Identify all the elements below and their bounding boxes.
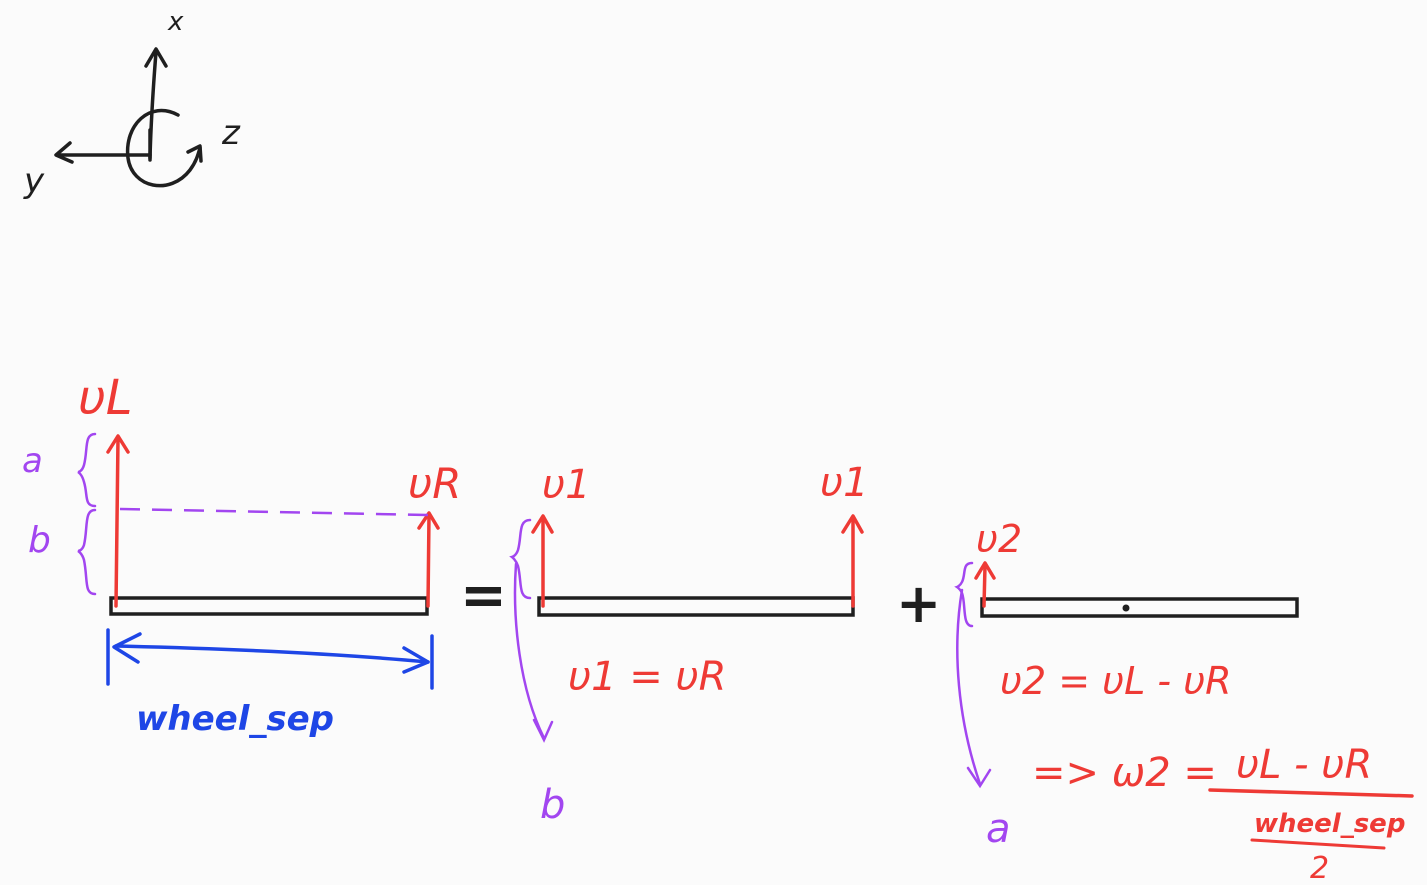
axis-label-z: z: [221, 113, 241, 153]
vl-arrow: [114, 436, 120, 608]
wheel-sep-right-arrowhead: [402, 646, 430, 674]
label-a-bottom: a: [986, 806, 1011, 852]
label-vr: υR: [408, 459, 461, 508]
v1-right-arrowhead: [841, 514, 864, 534]
vr-arrowhead: [417, 511, 440, 530]
equation-omega-denominator-top: wheel_sep: [1254, 809, 1405, 839]
equation-omega-numerator: υL - υR: [1236, 742, 1372, 788]
equation-omega-prefix: => ω2 =: [1032, 750, 1217, 796]
brace-b-middle-curve: [509, 518, 532, 600]
brace-a: [77, 432, 97, 508]
fraction-bar-sub: [1250, 838, 1386, 850]
wheel-sep-left-arrowhead: [112, 632, 142, 664]
robot-bar-right: [980, 597, 1299, 618]
a-pointer-arrowhead: [966, 766, 992, 789]
wheel-sep-dimension: [106, 628, 434, 690]
velocity-arrow-right: [974, 561, 996, 608]
robot-body-left: [109, 596, 429, 616]
a-pointer-arrow: [956, 588, 982, 786]
robot-body-middle: [537, 596, 855, 617]
label-b: b: [28, 520, 51, 561]
v1-left-arrowhead: [531, 514, 554, 534]
dashed-reference-line: [119, 507, 429, 517]
label-a: a: [22, 441, 43, 481]
v2-arrowhead: [974, 561, 996, 580]
fraction-bar-main: [1208, 788, 1414, 798]
b-pointer-arrowhead: [532, 718, 554, 743]
robot-bar-middle: [537, 596, 855, 617]
wheel-sep-arrow: [114, 644, 430, 664]
robot-bar-left: [109, 596, 429, 616]
label-vl: υL: [78, 370, 133, 426]
x-axis-arrowhead: [144, 47, 168, 68]
equals-sign: =: [460, 563, 507, 628]
brace-b: [77, 508, 97, 596]
b-pointer-arrow: [513, 562, 546, 740]
brace-a-right: [954, 561, 992, 789]
z-rotation-arrow: [125, 108, 202, 188]
label-wheel-sep: wheel_sep: [136, 699, 334, 739]
brace-a-b: [77, 432, 97, 596]
axis-label-x: x: [167, 7, 184, 37]
label-v2: υ2: [976, 517, 1022, 561]
brace-a-right-curve: [954, 561, 974, 628]
brace-b-middle: [509, 518, 554, 743]
equation-v2: υ2 = υL - υR: [1000, 659, 1232, 703]
center-point: [1122, 604, 1130, 612]
label-b-bottom: b: [540, 782, 565, 828]
plus-sign: +: [896, 572, 941, 635]
equation-v1: υ1 = υR: [568, 654, 726, 700]
label-v1-right: υ1: [820, 460, 869, 506]
axis-label-y: y: [23, 161, 45, 201]
coordinate-axes: [54, 47, 203, 188]
robot-body-right: [980, 597, 1299, 618]
vr-arrow: [426, 513, 431, 608]
velocity-arrows-middle: [531, 514, 864, 608]
v2-arrow: [982, 564, 987, 608]
vl-arrowhead: [106, 434, 130, 454]
label-v1-left: υ1: [542, 462, 591, 508]
z-rotation-arrowhead: [186, 144, 203, 163]
y-axis-arrowhead: [54, 141, 74, 164]
velocity-arrows-left: [106, 434, 440, 608]
equation-omega-denominator-bottom: 2: [1310, 851, 1329, 885]
